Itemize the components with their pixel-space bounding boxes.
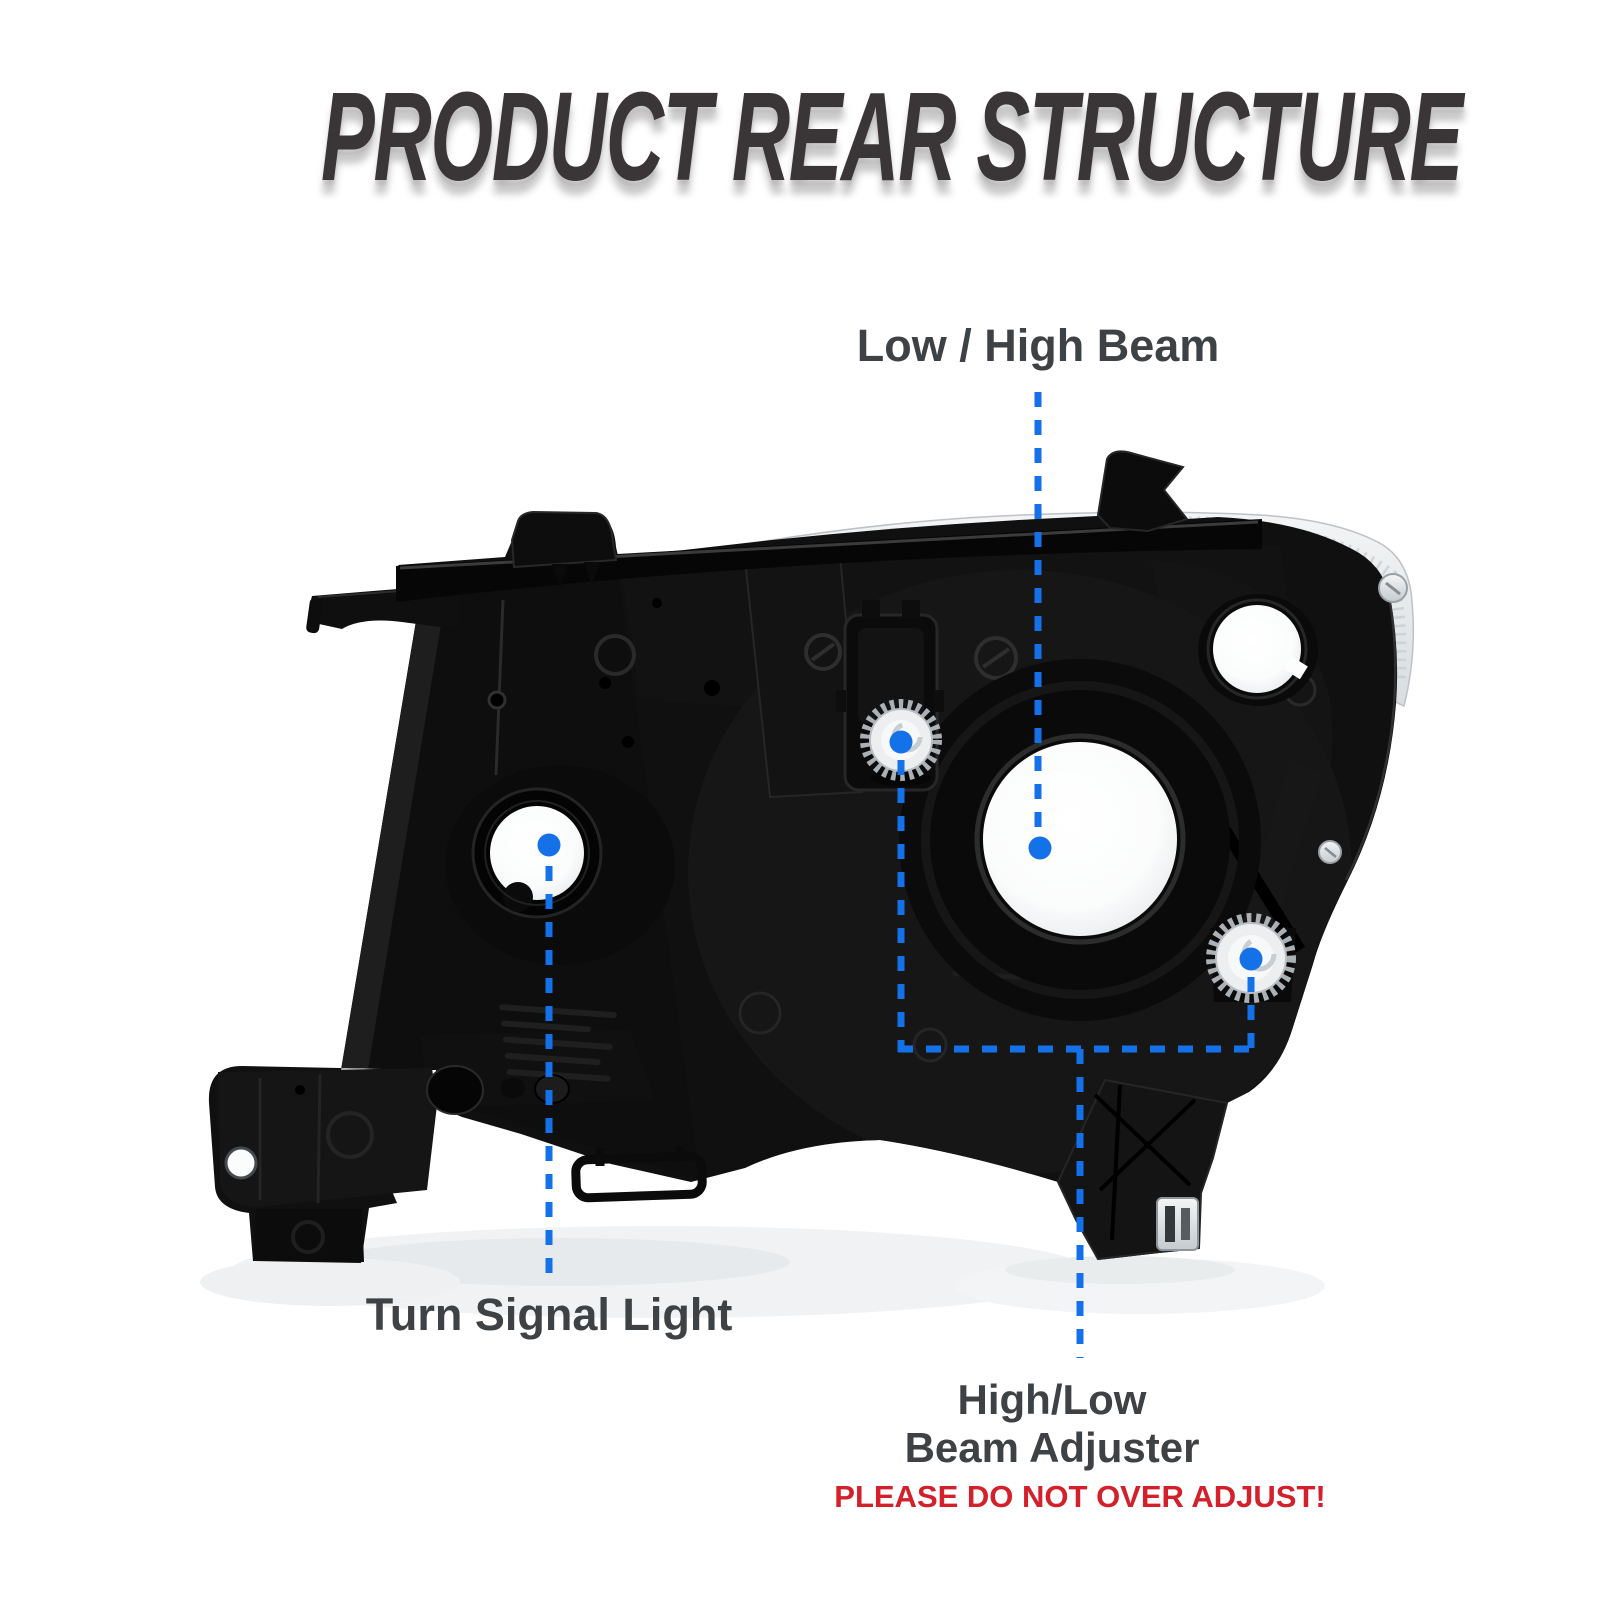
page-title-wrap: PRODUCT REAR STRUCTURE — [0, 74, 1600, 200]
mounting-tab-top-right — [1096, 450, 1189, 533]
high-low-beam-socket — [899, 659, 1261, 1021]
turn-signal-socket — [445, 765, 675, 965]
side-marker-socket — [1198, 594, 1318, 706]
side-marker-hole — [1213, 605, 1301, 693]
retaining-screws — [1318, 573, 1408, 864]
floor-shadow — [200, 1226, 1325, 1318]
callout-dot-low-high-beam — [1028, 836, 1052, 860]
mounting-bracket-left — [218, 1068, 437, 1262]
callout-overlay — [537, 392, 1263, 1358]
beam-adjuster-label: High/Low Beam Adjuster — [905, 1376, 1200, 1473]
adjuster-warning-text: PLEASE DO NOT OVER ADJUST! — [834, 1479, 1326, 1514]
page-title: PRODUCT REAR STRUCTURE — [320, 66, 1463, 207]
metal-clip — [1156, 1197, 1199, 1251]
mounting-foot-right — [1056, 1078, 1229, 1261]
beam-adjuster-label-line2: Beam Adjuster — [904, 1424, 1200, 1472]
high-low-beam-hole — [983, 742, 1177, 936]
turn-signal-label: Turn Signal Light — [365, 1289, 733, 1340]
lower-center-details — [426, 1065, 707, 1203]
callout-dot-right-adjuster — [1239, 947, 1263, 971]
wire-retainer-clip — [571, 1146, 707, 1203]
callout-dot-left-adjuster — [889, 730, 913, 754]
bracket-bolt-hole — [224, 1146, 258, 1180]
turn-signal-hole — [490, 806, 584, 900]
callout-dot-turn-signal — [537, 833, 561, 857]
mounting-tab-top-center — [510, 510, 618, 588]
bracket-foot-left — [254, 1209, 364, 1262]
low-high-beam-label: Low / High Beam — [856, 320, 1220, 371]
beam-adjuster-label-line1: High/Low — [957, 1376, 1147, 1423]
